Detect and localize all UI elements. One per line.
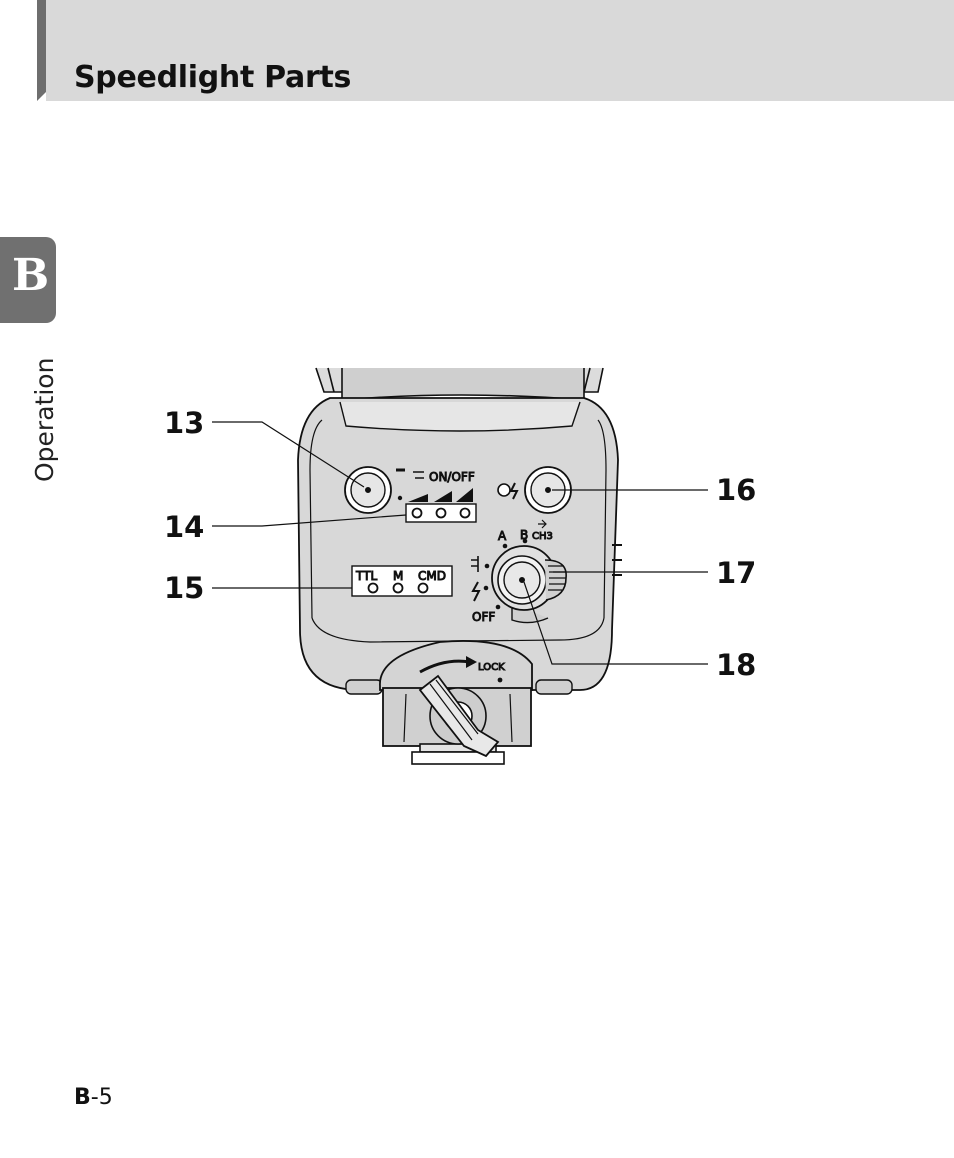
- flash-button-assembly: [497, 466, 572, 514]
- page-number: B-5: [74, 1085, 113, 1110]
- dial-b-label: B: [520, 528, 528, 542]
- dial-ch3-label: CH3: [532, 531, 553, 542]
- header-bar: [37, 0, 954, 101]
- header-notch: [37, 92, 46, 101]
- header-accent: [37, 0, 46, 101]
- section-tab[interactable]: [0, 237, 56, 323]
- cmd-label: CMD: [418, 569, 446, 583]
- mounting-foot: LOCK: [379, 640, 533, 765]
- page-number-value: -5: [90, 1085, 113, 1110]
- page-number-section: B: [74, 1085, 91, 1110]
- flash-level-leds: [405, 503, 477, 523]
- callout-13: 13: [164, 406, 204, 440]
- callout-16: 16: [716, 473, 756, 507]
- page-title: Speedlight Parts: [74, 60, 352, 95]
- leader-18: [523, 581, 708, 665]
- leader-lines: [212, 421, 708, 665]
- on-off-label: ON/OFF: [429, 470, 475, 484]
- test-button-assembly: ON/OFF: [344, 466, 475, 514]
- dial-off-label: OFF: [472, 610, 495, 624]
- callout-15: 15: [164, 571, 204, 605]
- dial-a-label: A: [498, 529, 507, 543]
- ttl-label: TTL: [355, 569, 377, 583]
- section-tab-letter: B: [12, 250, 50, 301]
- mode-dial: A B CH3 OFF: [471, 519, 567, 625]
- callout-17: 17: [716, 556, 756, 590]
- mode-leds: TTL M CMD: [351, 565, 453, 597]
- leader-13: [212, 421, 365, 488]
- m-label: M: [393, 569, 403, 583]
- lock-label: LOCK: [478, 662, 505, 673]
- flash-head: [315, 367, 604, 401]
- leader-14: [212, 514, 407, 527]
- callout-18: 18: [716, 648, 756, 682]
- callout-14: 14: [164, 510, 204, 544]
- callout-numbers: 13 14 15 16 17 18: [164, 406, 756, 682]
